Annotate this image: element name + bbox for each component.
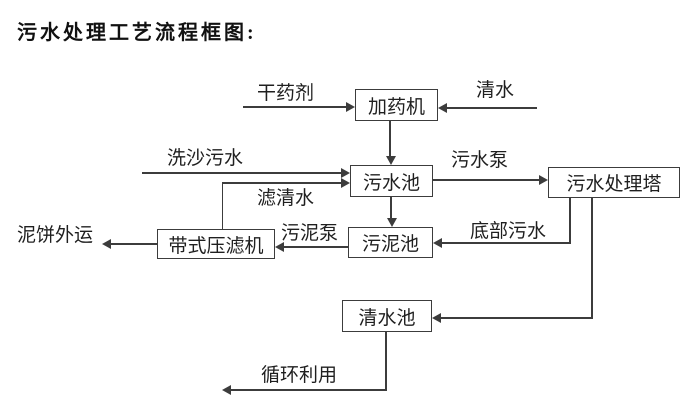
flow-label-dry-chemical: 干药剂 bbox=[257, 83, 315, 104]
arrow-line-mud-cake bbox=[111, 243, 157, 245]
arrow-line-recycle-horizontal bbox=[231, 389, 387, 391]
arrow-line-filtered-water-horizontal bbox=[222, 182, 341, 184]
node-label: 清水池 bbox=[358, 307, 416, 329]
arrowhead-down-icon bbox=[385, 156, 396, 165]
arrowhead-left-icon bbox=[102, 239, 111, 250]
arrowhead-left-icon bbox=[432, 313, 441, 324]
arrow-line-filtered-water-vertical bbox=[221, 183, 224, 229]
flow-label-sludge-pump: 污泥泵 bbox=[281, 223, 339, 244]
node-dosing-machine: 加药机 bbox=[355, 89, 438, 121]
arrow-line-recycle-vertical bbox=[385, 332, 387, 391]
arrow-line-dry-chemical bbox=[243, 106, 347, 108]
arrowhead-down-icon bbox=[386, 218, 397, 227]
node-sewage-treatment-tower: 污水处理塔 bbox=[548, 167, 680, 198]
arrow-line-sewage-pool-to-sludge-pool bbox=[390, 197, 392, 219]
arrow-line-tower-to-clean-pool-horizontal bbox=[441, 317, 593, 319]
arrowhead-right-icon bbox=[539, 175, 548, 186]
arrow-line-sludge-pump bbox=[284, 246, 348, 248]
flow-label-bottom-sewage: 底部污水 bbox=[470, 221, 547, 242]
arrow-line-clean-water bbox=[447, 107, 537, 109]
arrow-line-bottom-sewage-horizontal bbox=[442, 242, 571, 244]
arrow-line-sewage-pump bbox=[433, 179, 539, 181]
arrowhead-left-icon bbox=[222, 385, 231, 396]
node-sludge-pool: 污泥池 bbox=[348, 227, 433, 258]
page-title: 污水处理工艺流程框图: bbox=[17, 22, 257, 44]
node-label: 加药机 bbox=[367, 96, 425, 118]
node-label: 污水池 bbox=[362, 172, 420, 194]
flow-label-recycle-use: 循环利用 bbox=[261, 365, 338, 386]
arrowhead-left-icon bbox=[433, 238, 442, 249]
arrowhead-right-icon bbox=[341, 178, 350, 189]
node-clean-water-pool: 清水池 bbox=[342, 300, 432, 332]
arrowhead-right-icon bbox=[341, 168, 350, 179]
arrow-line-dosing-to-sewage-pool bbox=[389, 121, 391, 157]
node-belt-filter-press: 带式压滤机 bbox=[157, 229, 275, 259]
flow-label-mud-cake-outbound: 泥饼外运 bbox=[17, 225, 94, 246]
arrow-line-bottom-sewage-vertical bbox=[569, 198, 571, 244]
node-label: 污水处理塔 bbox=[566, 174, 662, 195]
flow-label-sand-washing-sewage: 洗沙污水 bbox=[167, 148, 244, 169]
arrow-line-sand-washing-sewage bbox=[142, 172, 341, 174]
arrow-line-tower-to-clean-pool-vertical bbox=[591, 198, 593, 319]
arrowhead-left-icon bbox=[438, 103, 447, 114]
arrowhead-left-icon bbox=[275, 242, 284, 253]
node-sewage-pool: 污水池 bbox=[350, 165, 433, 197]
flow-label-clean-water: 清水 bbox=[476, 80, 515, 101]
node-label: 污泥池 bbox=[361, 234, 419, 255]
node-label: 带式压滤机 bbox=[168, 235, 264, 257]
arrowhead-right-icon bbox=[346, 102, 355, 113]
flow-label-sewage-pump: 污水泵 bbox=[451, 150, 509, 171]
flow-label-filtered-water: 滤清水 bbox=[257, 188, 315, 209]
